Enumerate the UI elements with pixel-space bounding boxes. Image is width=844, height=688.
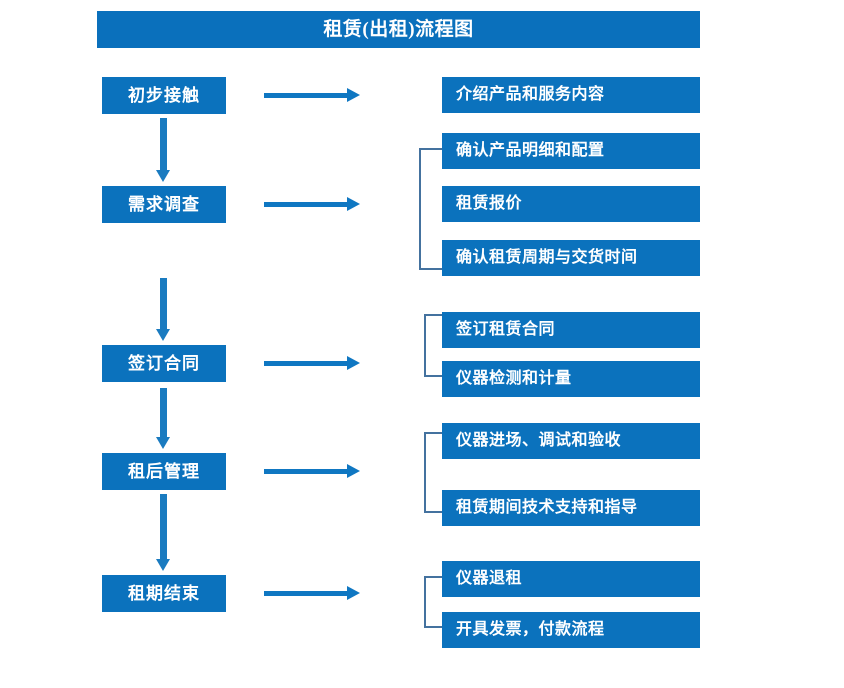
stage-box-1[interactable]: 初步接触 <box>102 77 226 114</box>
arrow-shaft <box>264 202 348 207</box>
group-bracket-2 <box>424 314 447 377</box>
arrow-head-right-icon <box>347 464 360 478</box>
stage-box-5[interactable]: 租期结束 <box>102 575 226 612</box>
vertical-arrow-4 <box>156 494 171 571</box>
arrow-shaft <box>264 93 348 98</box>
detail-box-6[interactable]: 仪器检测和计量 <box>442 361 700 397</box>
vertical-arrow-1 <box>156 118 171 182</box>
horizontal-arrow-3 <box>264 356 360 370</box>
arrow-shaft <box>264 361 348 366</box>
arrow-head-right-icon <box>347 586 360 600</box>
arrow-head-down-icon <box>156 329 170 341</box>
detail-box-1[interactable]: 介绍产品和服务内容 <box>442 77 700 113</box>
horizontal-arrow-1 <box>264 88 360 102</box>
detail-box-4[interactable]: 确认租赁周期与交货时间 <box>442 240 700 276</box>
arrow-head-right-icon <box>347 197 360 211</box>
group-bracket-4 <box>424 576 447 628</box>
vertical-arrow-3 <box>156 388 171 449</box>
detail-box-3[interactable]: 租赁报价 <box>442 186 700 222</box>
arrow-head-down-icon <box>156 170 170 182</box>
arrow-shaft <box>160 278 167 329</box>
arrow-shaft <box>160 494 167 559</box>
horizontal-arrow-2 <box>264 197 360 211</box>
vertical-arrow-2 <box>156 278 171 341</box>
horizontal-arrow-5 <box>264 586 360 600</box>
stage-box-4[interactable]: 租后管理 <box>102 453 226 490</box>
horizontal-arrow-4 <box>264 464 360 478</box>
detail-box-9[interactable]: 仪器退租 <box>442 561 700 597</box>
stage-box-2[interactable]: 需求调查 <box>102 186 226 223</box>
group-bracket-3 <box>424 432 447 513</box>
detail-box-8[interactable]: 租赁期间技术支持和指导 <box>442 490 700 526</box>
stage-box-3[interactable]: 签订合同 <box>102 345 226 382</box>
arrow-head-right-icon <box>347 356 360 370</box>
detail-box-2[interactable]: 确认产品明细和配置 <box>442 133 700 169</box>
page-title: 租赁(出租)流程图 <box>97 11 700 48</box>
arrow-head-down-icon <box>156 437 170 449</box>
detail-box-5[interactable]: 签订租赁合同 <box>442 312 700 348</box>
group-bracket-1 <box>419 148 442 270</box>
arrow-shaft <box>160 118 167 170</box>
arrow-shaft <box>160 388 167 437</box>
detail-box-10[interactable]: 开具发票，付款流程 <box>442 612 700 648</box>
arrow-head-down-icon <box>156 559 170 571</box>
arrow-shaft <box>264 591 348 596</box>
arrow-shaft <box>264 469 348 474</box>
arrow-head-right-icon <box>347 88 360 102</box>
detail-box-7[interactable]: 仪器进场、调试和验收 <box>442 423 700 459</box>
